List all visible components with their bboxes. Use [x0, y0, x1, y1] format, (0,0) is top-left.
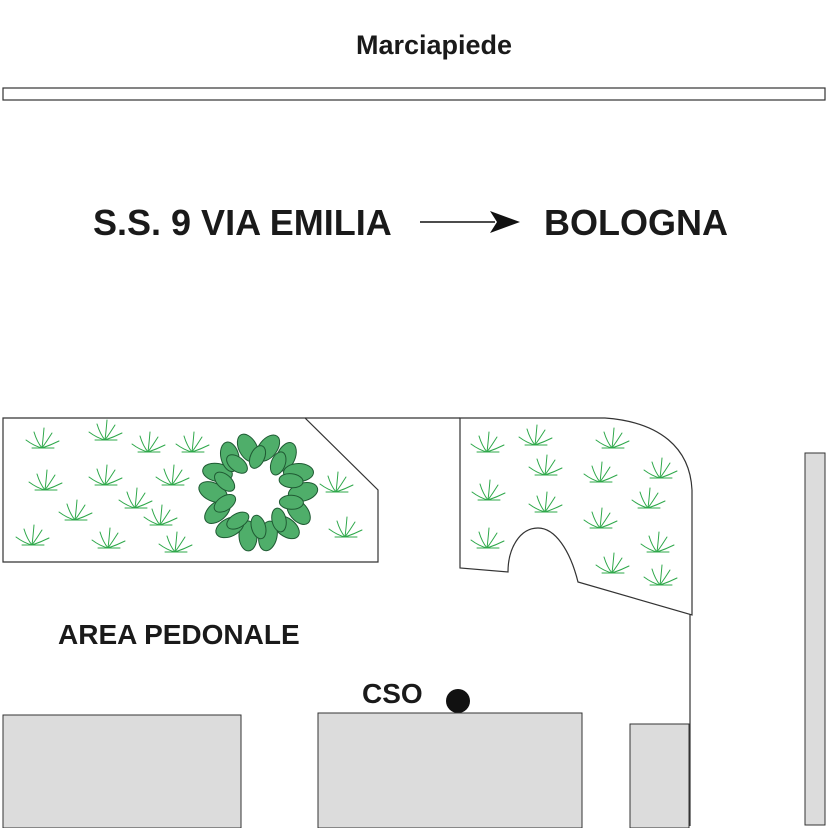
grass-tuft [595, 552, 630, 574]
destination-label: BOLOGNA [544, 202, 728, 243]
road-label: S.S. 9 VIA EMILIA [93, 202, 392, 243]
shrub-leaf [226, 511, 250, 530]
grass-tuft [631, 487, 666, 509]
sidewalk-strip [2, 87, 826, 101]
grass-tuft [118, 487, 153, 509]
grass-tuft [155, 464, 190, 486]
sidewalk-label: Marciapiede [356, 30, 512, 60]
direction-arrow-icon [420, 211, 520, 233]
grass-tuft [470, 431, 505, 453]
planter-right [459, 417, 693, 616]
grass-tuft [583, 461, 618, 483]
grass-tuft [25, 427, 60, 449]
shrub-leaf [213, 493, 237, 513]
grass-tuft [28, 469, 63, 491]
shrub-leaf [214, 471, 236, 492]
grass-tuft [88, 464, 123, 486]
shrub-ring [198, 433, 319, 552]
grass-tuft [319, 471, 354, 493]
shrub-leaf [278, 473, 304, 489]
grass-tuft [643, 564, 678, 586]
grass-tuft [15, 524, 50, 546]
grass-tuft [595, 427, 630, 449]
shrub-leaf [278, 494, 304, 510]
grass-tuft [470, 527, 505, 549]
shrub-leaf [250, 514, 267, 540]
grass-tuft [175, 431, 210, 453]
marker-dot [446, 689, 470, 713]
grass-tuft [643, 457, 678, 479]
grass-tuft [471, 479, 506, 501]
grass-tuft [328, 516, 363, 538]
grass-tuft [143, 504, 178, 526]
grass-tuft [583, 507, 618, 529]
grass-tuft [88, 419, 123, 441]
grass-tuft [158, 531, 193, 553]
grass-tuft [518, 424, 553, 446]
pedestrian-area-label: AREA PEDONALE [58, 619, 300, 650]
shrub-leaf [269, 451, 287, 476]
building-left [2, 714, 242, 828]
building-small [629, 723, 690, 828]
building-strip-right [804, 452, 826, 826]
shrub-leaf [271, 507, 287, 533]
marker-label: CSO [362, 678, 423, 709]
planter-left [2, 417, 379, 563]
grass-tuft [528, 454, 563, 476]
grass-tufts [15, 419, 678, 586]
grass-tuft [131, 431, 166, 453]
grass-tuft [58, 499, 93, 521]
grass-tuft [91, 527, 126, 549]
building-center [317, 712, 583, 828]
shrub-leaf [248, 445, 267, 469]
grass-tuft [640, 531, 675, 553]
shrub-leaf [226, 454, 248, 474]
grass-tuft [528, 491, 563, 513]
